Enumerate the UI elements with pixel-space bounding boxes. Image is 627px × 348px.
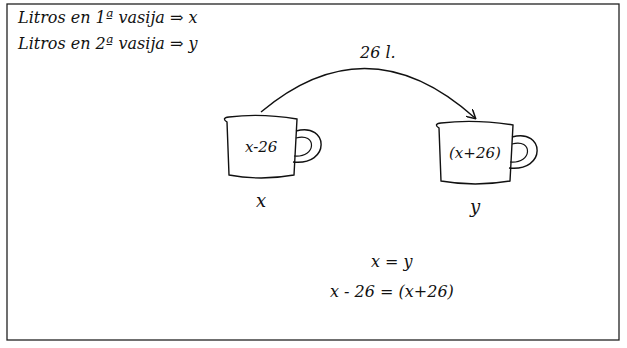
jug: (x+26) y bbox=[437, 122, 547, 224]
equation: x - 26 = (x+26) bbox=[330, 282, 454, 301]
jug-body bbox=[224, 115, 297, 178]
variable-note: Litros en 1ª vasija ⇒ x bbox=[18, 8, 197, 27]
transfer-arrow bbox=[261, 68, 475, 118]
equation: x = y bbox=[371, 252, 413, 271]
jug-handle bbox=[293, 130, 321, 162]
jug-content: x-26 bbox=[245, 138, 277, 156]
variable-note: Litros en 2ª vasija ⇒ y bbox=[18, 34, 198, 53]
jug-name: y bbox=[470, 196, 480, 218]
jug-content: (x+26) bbox=[449, 144, 501, 162]
jug-handle-inner bbox=[510, 143, 528, 162]
jug-body bbox=[436, 121, 513, 184]
jug-outline bbox=[225, 116, 331, 184]
jug-handle-inner bbox=[294, 137, 312, 156]
edge-label: 26 l. bbox=[360, 43, 396, 62]
frame-rect bbox=[7, 4, 619, 340]
jug-name: x bbox=[256, 190, 266, 212]
jug: x-26 x bbox=[225, 116, 331, 218]
jug-handle bbox=[509, 136, 537, 168]
